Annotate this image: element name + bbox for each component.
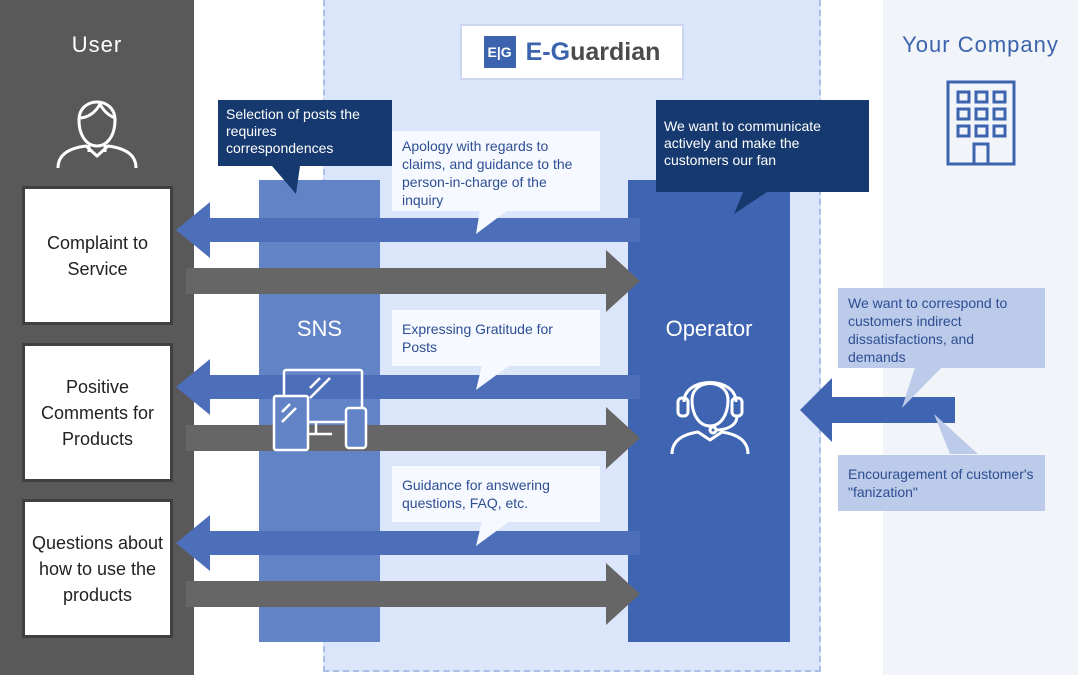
- operator-note-tail: [734, 190, 770, 214]
- logo-text-rest: uardian: [570, 37, 661, 66]
- operator-note-callout: We want to communicate actively and make…: [656, 100, 869, 192]
- sns-note-tail: [272, 166, 300, 194]
- sns-label: SNS: [296, 316, 343, 341]
- logo-text-prefix: E-G: [525, 37, 571, 66]
- company-need-callout: We want to correspond to customers indir…: [838, 288, 1045, 368]
- user-icon: [56, 100, 138, 169]
- reply-1-callout: Apology with regards to claims, and guid…: [392, 131, 600, 211]
- reply-3-tail: [476, 521, 510, 546]
- sns-note-callout: Selection of posts the requires correspo…: [218, 100, 392, 166]
- building-icon: [946, 80, 1016, 166]
- reply-2-callout: Expressing Gratitude for Posts: [392, 310, 600, 366]
- reply-arrow-3: [176, 515, 640, 571]
- user-box-positive: Positive Comments for Products: [22, 343, 173, 482]
- company-need-tail: [902, 367, 942, 408]
- company-column-title: Your Company: [902, 32, 1059, 57]
- devices-icon: [272, 368, 368, 452]
- user-column-title: User: [71, 32, 123, 57]
- user-box-complaint: Complaint to Service: [22, 186, 173, 325]
- logo-text: E-Guardian: [526, 38, 661, 67]
- reply-1-tail: [476, 210, 508, 234]
- company-arrow: [800, 378, 955, 442]
- eguardian-logo: E|G E-Guardian: [460, 24, 684, 80]
- reply-arrow-1: [176, 202, 640, 258]
- inquiry-arrow-2: [186, 407, 640, 469]
- operator-headset-icon: [670, 381, 750, 455]
- inquiry-arrow-3: [186, 563, 640, 625]
- reply-3-callout: Guidance for answering questions, FAQ, e…: [392, 466, 600, 522]
- reply-2-tail: [476, 365, 510, 390]
- reply-arrow-2: [176, 359, 640, 415]
- inquiry-arrow-1: [186, 250, 640, 312]
- user-box-questions: Questions about how to use the products: [22, 499, 173, 638]
- operator-column: [628, 180, 790, 642]
- operator-label: Operator: [665, 316, 753, 341]
- company-goal-tail: [934, 414, 978, 454]
- logo-mark: E|G: [483, 36, 516, 68]
- company-goal-callout: Encouragement of customer's "fanization": [838, 455, 1045, 511]
